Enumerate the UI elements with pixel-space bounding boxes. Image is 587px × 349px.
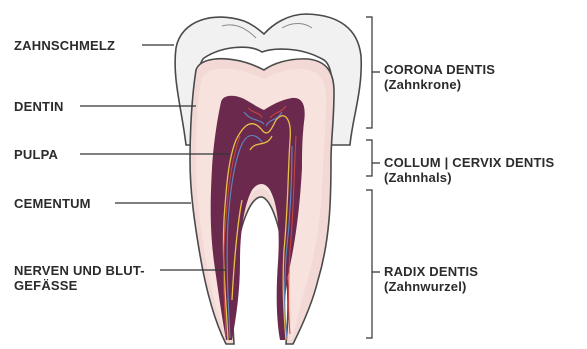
label-neck-title: COLLUM | CERVIX DENTIS [384, 155, 554, 170]
bracket-crown [366, 17, 380, 128]
label-neck-sub: (Zahnhals) [384, 170, 554, 185]
label-root-sub: (Zahnwurzel) [384, 279, 478, 294]
label-enamel: ZAHNSCHMELZ [14, 38, 115, 53]
label-nerves-line1: NERVEN UND BLUT- [14, 263, 145, 278]
bracket-root [366, 190, 380, 338]
label-nerves-line2: GEFÄSSE [14, 278, 145, 293]
label-crown-sub: (Zahnkrone) [384, 77, 495, 92]
label-nerves-vessels: NERVEN UND BLUT- GEFÄSSE [14, 263, 145, 293]
label-crown: CORONA DENTIS (Zahnkrone) [384, 62, 495, 92]
label-pulp: PULPA [14, 147, 58, 162]
label-cementum: CEMENTUM [14, 196, 91, 211]
label-dentin: DENTIN [14, 99, 64, 114]
label-neck: COLLUM | CERVIX DENTIS (Zahnhals) [384, 155, 554, 185]
label-root: RADIX DENTIS (Zahnwurzel) [384, 264, 478, 294]
label-root-title: RADIX DENTIS [384, 264, 478, 279]
label-crown-title: CORONA DENTIS [384, 62, 495, 77]
bracket-neck [366, 140, 380, 176]
